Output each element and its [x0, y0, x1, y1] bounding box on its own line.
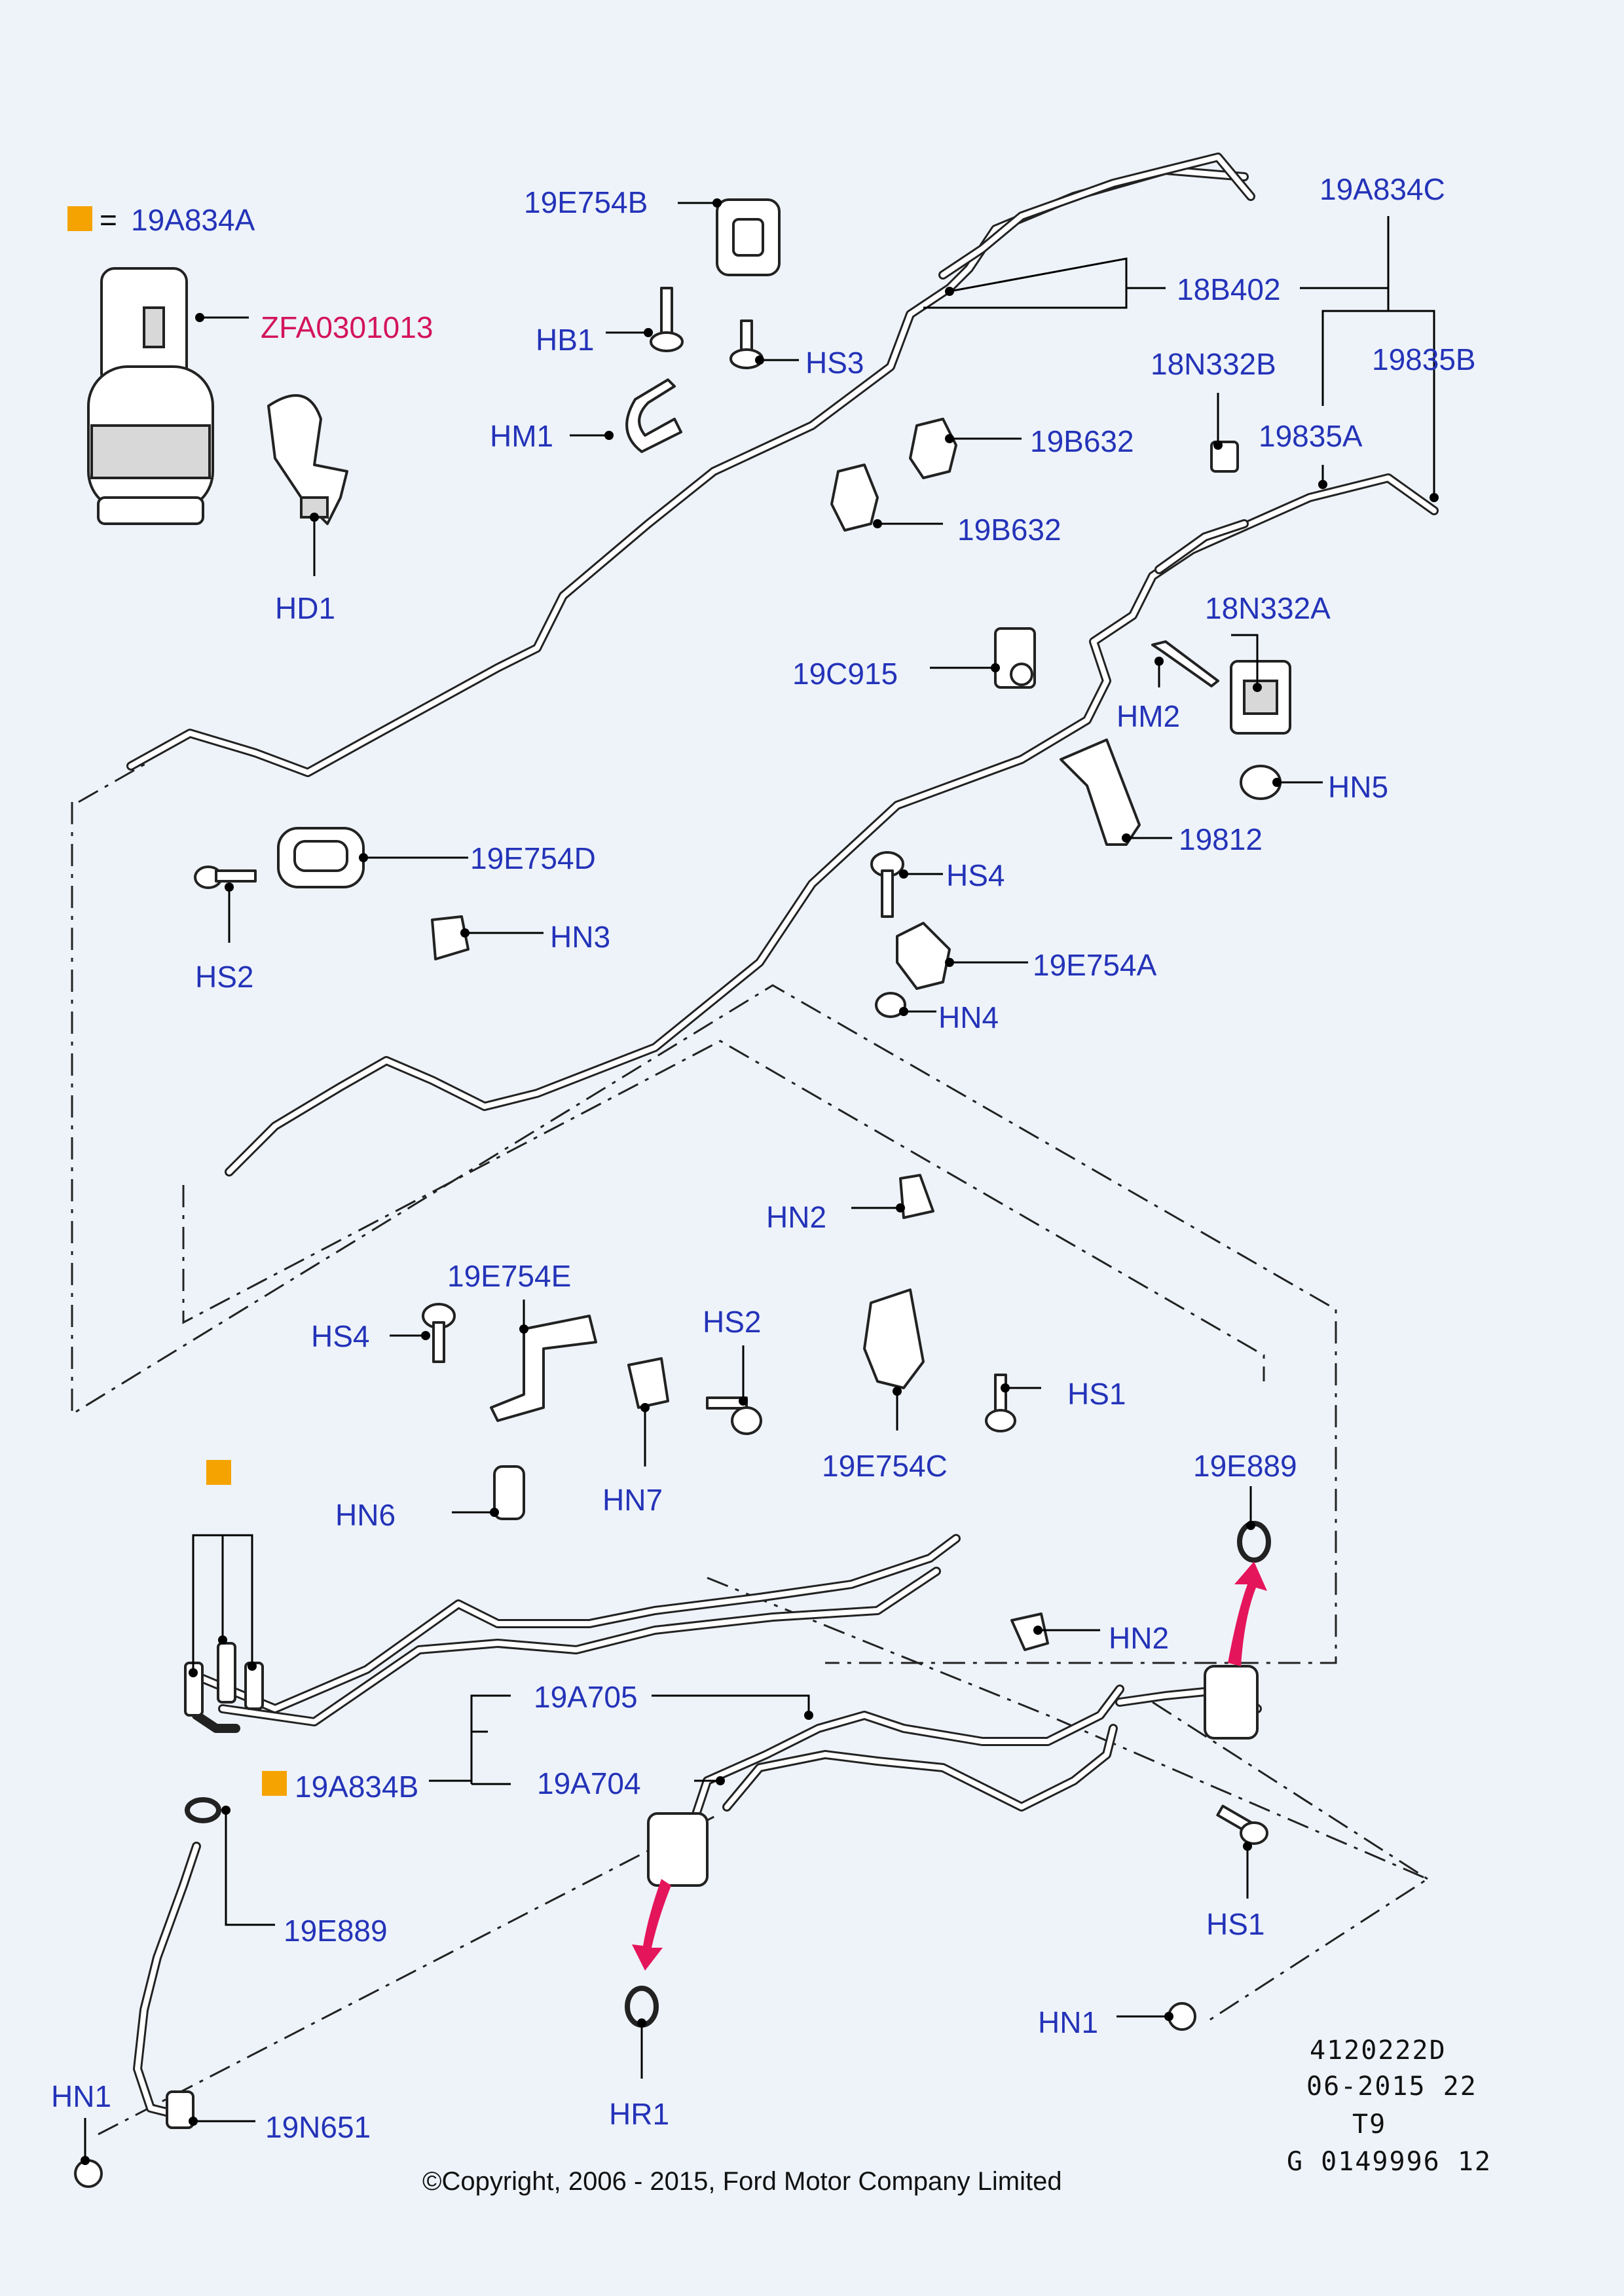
pin-hm2-icon: [1151, 640, 1219, 687]
label-19812[interactable]: 19812: [1179, 822, 1263, 856]
label-19b632-a[interactable]: 19B632: [1030, 424, 1134, 458]
clip-hn3-icon: [431, 915, 470, 960]
nut-hn2-bottom-icon: [1010, 1613, 1049, 1651]
o-ring-19e889-right-icon: [1237, 1521, 1271, 1563]
label-hm1[interactable]: HM1: [490, 419, 553, 453]
label-19e889-right[interactable]: 19E889: [1193, 1449, 1297, 1483]
rubber-mount-19e754c-icon: [863, 1288, 925, 1389]
clip-19b632-upper-icon: [909, 418, 957, 479]
leader-lines: [81, 198, 1439, 2165]
nut-hn2-top-icon: [899, 1174, 934, 1219]
label-hs2-mid[interactable]: HS2: [703, 1305, 761, 1339]
label-hn4[interactable]: HN4: [938, 1000, 999, 1034]
parts: [74, 198, 1291, 2188]
marker-square-19a834b: [262, 1771, 287, 1796]
label-19a705[interactable]: 19A705: [534, 1680, 638, 1714]
copyright-text: ©Copyright, 2006 - 2015, Ford Motor Comp…: [422, 2167, 1062, 2196]
label-hn5[interactable]: HN5: [1328, 770, 1388, 804]
part-labels: 19E754B 19A834C ZFA0301013 HB1 HS3 18B40…: [51, 172, 1476, 2144]
label-hn1-right[interactable]: HN1: [1038, 2005, 1098, 2039]
nut-hn1-left-icon: [74, 2159, 103, 2188]
label-hs2-top[interactable]: HS2: [195, 960, 253, 994]
label-19b632-b[interactable]: 19B632: [957, 513, 1061, 547]
reference-block: 4120222D 06-2015 22 T9 G 0149996 12: [1287, 2035, 1492, 2177]
arrow-down-left-icon: [632, 1879, 671, 1971]
label-hn2-top[interactable]: HN2: [766, 1200, 826, 1234]
ref-line-4: G 0149996 12: [1287, 2147, 1492, 2177]
label-19e754b-top[interactable]: 19E754B: [524, 185, 648, 219]
strap-hm1-icon: [625, 378, 682, 453]
bracket-19812-icon: [1060, 738, 1141, 846]
marker-square-legend: [67, 206, 92, 231]
label-hs4-top[interactable]: HS4: [946, 858, 1005, 892]
label-18b402[interactable]: 18B402: [1177, 272, 1281, 306]
legend-part-number: 19A834A: [131, 203, 255, 237]
valve-19c915-icon: [994, 627, 1036, 689]
label-18n332b[interactable]: 18N332B: [1151, 347, 1276, 381]
label-hd1[interactable]: HD1: [275, 591, 335, 625]
coupling-left-icon: [647, 1812, 709, 1887]
coupling-right-icon: [1204, 1665, 1259, 1740]
bolt-hs2-top-icon: [194, 866, 257, 889]
label-19e754d[interactable]: 19E754D: [470, 841, 596, 875]
legend-equals: =: [100, 203, 117, 237]
ref-line-3: T9: [1352, 2109, 1386, 2140]
fitting-19n651-icon: [166, 2090, 194, 2129]
label-hr1[interactable]: HR1: [609, 2097, 669, 2131]
label-19835a[interactable]: 19835A: [1259, 419, 1363, 453]
label-zfa0301013[interactable]: ZFA0301013: [261, 310, 433, 344]
nut-hn4-icon: [875, 992, 906, 1018]
label-hs3[interactable]: HS3: [805, 346, 864, 380]
rubber-mount-19e754d-icon: [277, 827, 365, 888]
dashed-outlines: [71, 761, 1430, 2136]
label-19e754c[interactable]: 19E754C: [822, 1449, 948, 1483]
label-hn3[interactable]: HN3: [550, 920, 610, 954]
label-hs4-mid[interactable]: HS4: [311, 1319, 369, 1353]
label-19835b[interactable]: 19835B: [1372, 342, 1476, 376]
label-hn6[interactable]: HN6: [335, 1498, 396, 1532]
label-19n651[interactable]: 19N651: [265, 2110, 371, 2144]
ref-line-1: 4120222D: [1310, 2035, 1447, 2066]
label-hn7[interactable]: HN7: [602, 1483, 663, 1517]
clip-hd1-icon: [267, 394, 348, 525]
refrigerant-cylinder-icon: [87, 267, 214, 525]
clip-19b632-lower-icon: [830, 464, 879, 532]
bolt-hs1-mid-icon: [985, 1374, 1016, 1432]
bolt-hb1-icon: [650, 287, 684, 352]
bolt-hs4-mid-icon: [422, 1303, 456, 1363]
clip-hn7-icon: [627, 1357, 669, 1409]
label-hb1[interactable]: HB1: [536, 323, 594, 357]
label-19a834b[interactable]: 19A834B: [295, 1770, 418, 1804]
label-19c915[interactable]: 19C915: [792, 657, 898, 691]
label-hn2-bottom[interactable]: HN2: [1109, 1621, 1169, 1655]
label-hs1-bottom[interactable]: HS1: [1206, 1907, 1264, 1941]
o-ring-19e889-left-icon: [185, 1797, 221, 1823]
marker-square-19a834a: [206, 1460, 231, 1485]
label-hm2[interactable]: HM2: [1116, 699, 1180, 733]
label-19e754e[interactable]: 19E754E: [447, 1259, 571, 1293]
bolt-hs1-bottom-icon: [1216, 1804, 1268, 1845]
arrow-up-right-icon: [1228, 1561, 1267, 1666]
ref-line-2: 06-2015 22: [1306, 2071, 1477, 2102]
label-18n332a[interactable]: 18N332A: [1205, 591, 1331, 625]
grommet-hn6-icon: [493, 1465, 525, 1520]
label-19e889-left[interactable]: 19E889: [284, 1914, 388, 1948]
riser-fittings-icon: [184, 1642, 264, 1717]
bolt-hs2-mid-icon: [706, 1396, 762, 1435]
label-hn1-left[interactable]: HN1: [51, 2079, 111, 2113]
rubber-mount-19e754a-icon: [896, 922, 951, 990]
label-19a704[interactable]: 19A704: [537, 1766, 641, 1800]
label-19e754a[interactable]: 19E754A: [1033, 948, 1157, 982]
clip-18n332a-icon: [1230, 660, 1291, 735]
rubber-mount-19e754b-icon: [716, 198, 781, 276]
pipes: [126, 153, 1439, 2119]
label-19a834c[interactable]: 19A834C: [1320, 172, 1445, 206]
label-hs1-mid[interactable]: HS1: [1067, 1377, 1126, 1411]
bolt-hs4-top-icon: [870, 851, 904, 918]
bracket-19e754e-icon: [490, 1315, 597, 1422]
